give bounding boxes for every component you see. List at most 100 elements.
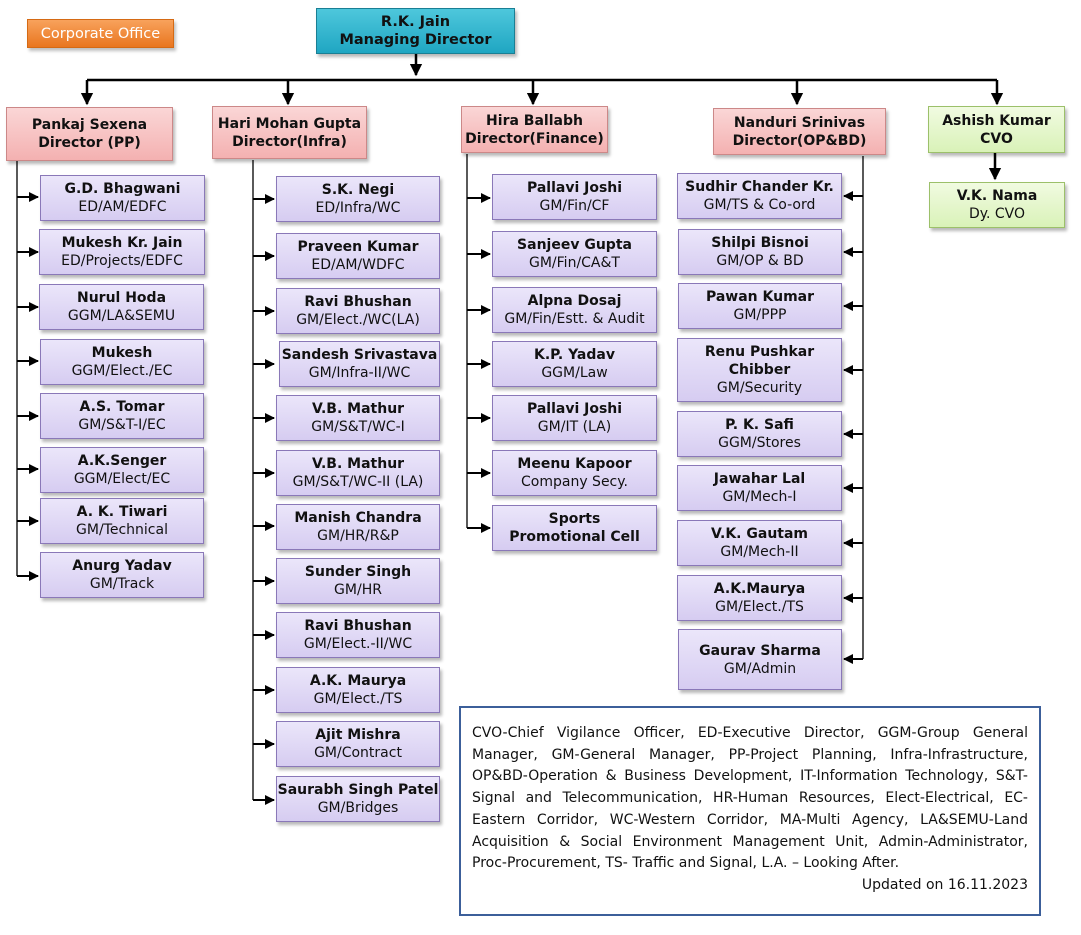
staff-name: Mukesh Kr. Jain [61,235,183,251]
staff-box: Sunder Singh GM/HR [276,558,440,604]
staff-role: GM/Fin/CA&T [529,255,620,271]
staff-name: Sanjeev Gupta [517,237,632,253]
staff-box: Ajit Mishra GM/Contract [276,721,440,767]
staff-role: GM/TS & Co-ord [703,197,816,213]
director-name: Nanduri Srinivas [733,114,866,131]
director-role: Director(Finance) [465,130,604,147]
staff-role: GM/Elect.-II/WC [303,636,413,652]
staff-name: A.K. Maurya [309,673,407,689]
staff-name: V.B. Mathur [311,401,405,417]
staff-box: Anurg Yadav GM/Track [40,552,204,598]
staff-box: Praveen Kumar ED/AM/WDFC [276,233,440,279]
director-role: CVO [980,130,1013,147]
staff-name: Sudhir Chander Kr. [685,179,834,195]
staff-box: Nurul Hoda GGM/LA&SEMU [39,284,204,330]
staff-box: Renu Pushkar Chibber GM/Security [677,338,842,402]
staff-box: Sudhir Chander Kr. GM/TS & Co-ord [677,173,842,219]
staff-role: ED/AM/WDFC [311,257,405,273]
director-role: Director(Infra) [232,133,347,150]
staff-box: A.S. Tomar GM/S&T-I/EC [40,393,204,439]
md-name: R.K. Jain [380,14,451,30]
staff-box: A.K.Senger GGM/Elect/EC [40,447,204,493]
staff-role: ED/AM/EDFC [78,199,167,215]
staff-name: A. K. Tiwari [76,504,168,520]
managing-director-box: R.K. Jain Managing Director [316,8,515,54]
staff-box: V.B. Mathur GM/S&T/WC-II (LA) [276,450,440,496]
staff-role: GM/OP & BD [716,253,804,269]
staff-role: GM/HR [334,582,382,598]
staff-name: Sports [548,511,601,527]
staff-name: Renu Pushkar Chibber [704,344,815,378]
staff-box: Alpna Dosaj GM/Fin/Estt. & Audit [492,287,657,333]
director-box-opbd: Nanduri Srinivas Director(OP&BD) [713,108,886,155]
updated-date: Updated on 16.11.2023 [861,876,1028,893]
staff-role: Dy. CVO [968,206,1026,222]
staff-role: GM/Elect./WC(LA) [296,312,420,328]
staff-name: Pallavi Joshi [526,401,623,417]
staff-name: Ajit Mishra [315,727,401,743]
staff-box: Meenu Kapoor Company Secy. [492,450,657,496]
cvo-box: Ashish Kumar CVO [928,106,1065,153]
staff-box: Sanjeev Gupta GM/Fin/CA&T [492,231,657,277]
staff-name: V.K. Gautam [710,526,809,542]
staff-role: GM/Infra-II/WC [308,365,411,381]
staff-role: GGM/Law [541,365,608,381]
staff-box: Mukesh GGM/Elect./EC [40,339,204,385]
staff-role: GM/Elect./TS [715,599,804,615]
staff-box: V.B. Mathur GM/S&T/WC-I [276,395,440,441]
staff-role: ED/Projects/EDFC [61,253,183,269]
staff-role: GM/Track [89,576,155,592]
staff-name: V.B. Mathur [311,456,405,472]
staff-role: GM/HR/R&P [317,528,399,544]
staff-role: Promotional Cell [509,529,640,545]
staff-role: GM/Security [716,380,803,396]
staff-name: A.S. Tomar [79,399,165,415]
staff-box: Jawahar Lal GM/Mech-I [677,465,842,511]
director-name: Pankaj Sexena [31,117,148,133]
staff-box: Mukesh Kr. Jain ED/Projects/EDFC [39,229,205,275]
staff-box: S.K. Negi ED/Infra/WC [276,176,440,222]
staff-box: Pallavi Joshi GM/Fin/CF [492,174,657,220]
staff-name: Ravi Bhushan [304,618,412,634]
director-role: Director (PP) [38,135,141,151]
staff-name: Shilpi Bisnoi [711,235,809,251]
md-role: Managing Director [339,32,492,48]
staff-box: Saurabh Singh Patel GM/Bridges [276,776,440,822]
staff-role: GM/S&T/WC-II (LA) [292,474,424,490]
staff-name: Meenu Kapoor [517,456,632,472]
staff-name: Anurg Yadav [72,558,172,574]
staff-name: G.D. Bhagwani [64,181,181,197]
staff-role: GM/IT (LA) [537,419,612,435]
staff-role: GM/Technical [76,522,168,538]
staff-role: GM/Mech-I [722,489,797,505]
director-name: Hira Ballabh [486,112,583,129]
staff-box: K.P. Yadav GGM/Law [492,341,657,387]
staff-role: GGM/LA&SEMU [67,308,176,324]
staff-name: K.P. Yadav [534,347,615,363]
staff-box: Shilpi Bisnoi GM/OP & BD [678,229,842,275]
staff-role: GM/PPP [733,307,787,323]
staff-box-dy-cvo: V.K. Nama Dy. CVO [929,182,1065,228]
staff-box: Sandesh Srivastava GM/Infra-II/WC [279,341,440,387]
director-role: Director(OP&BD) [732,132,867,149]
staff-name: Sandesh Srivastava [281,347,438,363]
staff-name: V.K. Nama [956,188,1038,204]
staff-role: GM/Bridges [317,800,399,816]
staff-role: GM/Admin [723,660,797,677]
staff-role: GGM/Elect/EC [73,471,171,487]
staff-role: GGM/Elect./EC [71,363,173,379]
staff-name: A.K.Maurya [713,581,806,597]
abbreviation-legend: CVO-Chief Vigilance Officer, ED-Executiv… [459,706,1041,916]
staff-name: Pallavi Joshi [526,180,623,196]
director-box-finance: Hira Ballabh Director(Finance) [461,106,608,153]
staff-name: Pawan Kumar [705,289,815,305]
director-name: Hari Mohan Gupta [217,115,362,132]
staff-box: Pawan Kumar GM/PPP [678,283,842,329]
staff-name: A.K.Senger [77,453,167,469]
staff-box: Pallavi Joshi GM/IT (LA) [492,395,657,441]
staff-name: Mukesh [91,345,153,361]
staff-role: GM/Fin/Estt. & Audit [504,311,645,327]
staff-role: GM/S&T-I/EC [78,417,166,433]
staff-role: GM/Fin/CF [539,198,610,214]
staff-box: Gaurav Sharma GM/Admin [678,629,842,690]
